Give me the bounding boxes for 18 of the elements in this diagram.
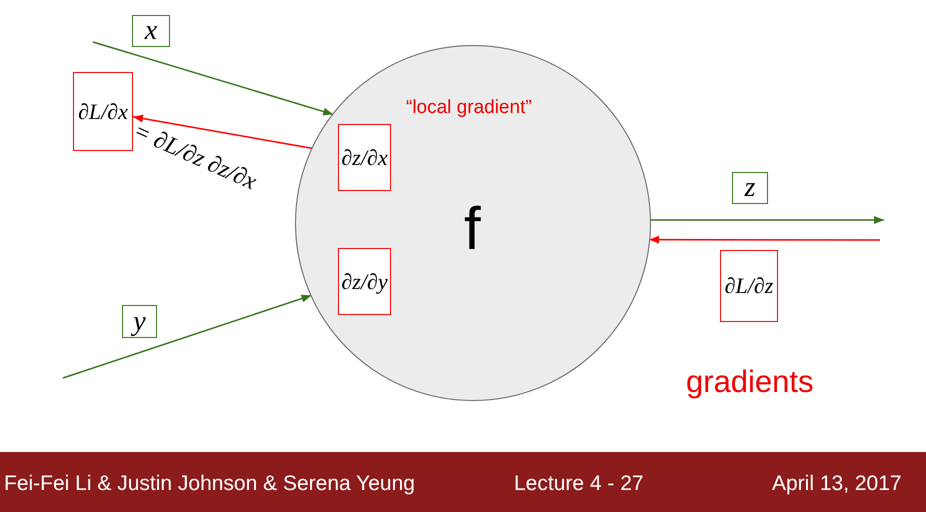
arrow — [92, 41, 334, 116]
arrow — [62, 294, 312, 379]
variable-box: z — [732, 172, 768, 204]
arrow — [649, 236, 880, 244]
arrow — [650, 216, 884, 224]
annotation-text: “local gradient” — [406, 97, 532, 119]
variable-box: y — [122, 305, 157, 338]
gradient-box: ∂z/∂x — [338, 124, 391, 191]
variable-box: x — [132, 15, 170, 47]
gradient-box: ∂z/∂y — [338, 248, 391, 315]
footer-text: April 13, 2017 — [772, 472, 902, 496]
arrow — [132, 114, 313, 150]
footer-text: Lecture 4 - 27 — [514, 472, 644, 496]
gradient-box: ∂L/∂x — [73, 72, 133, 151]
footer-text: Fei-Fei Li & Justin Johnson & Serena Yeung — [4, 472, 415, 496]
legend-text: gradients — [686, 364, 814, 400]
gradient-box: ∂L/∂z — [720, 250, 778, 322]
function-label: f — [464, 194, 481, 263]
